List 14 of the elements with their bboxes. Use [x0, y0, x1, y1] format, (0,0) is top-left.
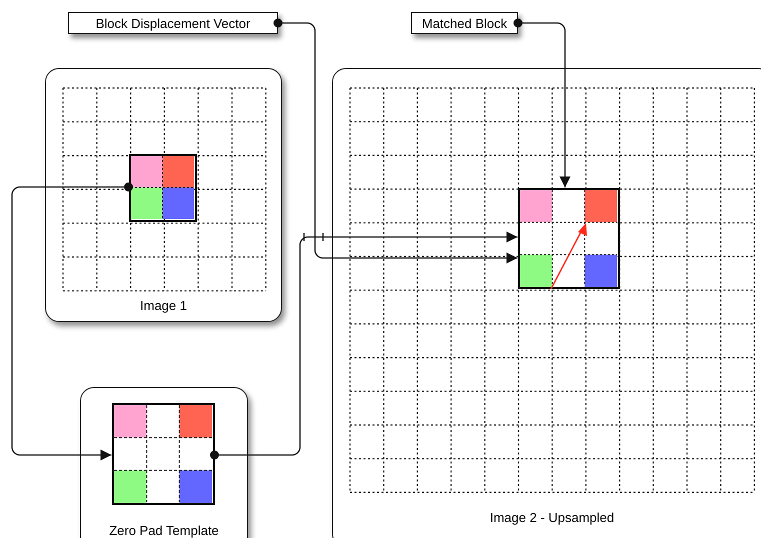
connector-arrow — [274, 18, 518, 264]
box-label: Matched Block — [422, 16, 508, 30]
label-box — [411, 12, 518, 34]
panel-title: Zero Pad Template — [109, 523, 219, 538]
template-panel — [80, 387, 248, 538]
label-box — [68, 12, 278, 34]
box-label: Block Displacement Vector — [96, 16, 250, 30]
panel-title: Image 1 — [140, 298, 187, 313]
panel-title: Image 2 - Upsampled — [490, 510, 614, 525]
connector-arrow — [11, 182, 133, 460]
image-panel — [45, 68, 282, 322]
connector-arrow — [514, 18, 570, 188]
image-panel — [332, 68, 761, 538]
connector-arrow — [210, 232, 518, 460]
